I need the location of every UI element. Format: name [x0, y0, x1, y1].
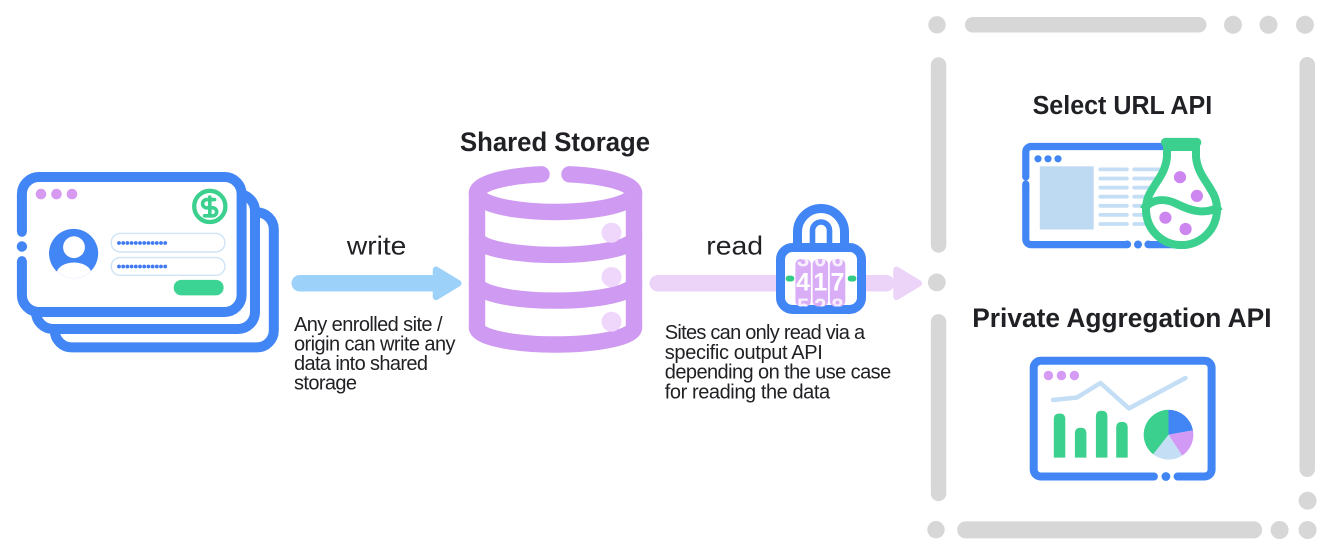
svg-text:5: 5	[797, 294, 809, 319]
svg-text:Shared Storage: Shared Storage	[460, 127, 650, 157]
svg-text:Any enrolled site /: Any enrolled site /	[294, 314, 443, 336]
svg-text:depending on the use case: depending on the use case	[665, 362, 891, 384]
svg-text:3: 3	[797, 247, 809, 272]
svg-text:origin can write any: origin can write any	[294, 334, 456, 356]
svg-text:Private Aggregation API: Private Aggregation API	[972, 303, 1271, 333]
svg-text:read: read	[706, 231, 763, 261]
svg-text:2: 2	[814, 294, 826, 319]
svg-text:Select URL API: Select URL API	[1033, 92, 1213, 120]
svg-text:8: 8	[831, 294, 843, 319]
svg-text:0: 0	[814, 247, 826, 272]
svg-text:6: 6	[831, 247, 843, 272]
svg-text:1: 1	[813, 269, 827, 297]
svg-text:for reading the data: for reading the data	[665, 382, 831, 404]
svg-text:specific output API: specific output API	[665, 342, 823, 364]
svg-text:4: 4	[796, 269, 810, 297]
svg-text:write: write	[346, 231, 407, 261]
svg-text:storage: storage	[294, 372, 357, 394]
svg-text:data into shared: data into shared	[294, 353, 428, 375]
svg-text:Sites can only read via a: Sites can only read via a	[665, 322, 866, 344]
svg-text:7: 7	[831, 269, 845, 297]
